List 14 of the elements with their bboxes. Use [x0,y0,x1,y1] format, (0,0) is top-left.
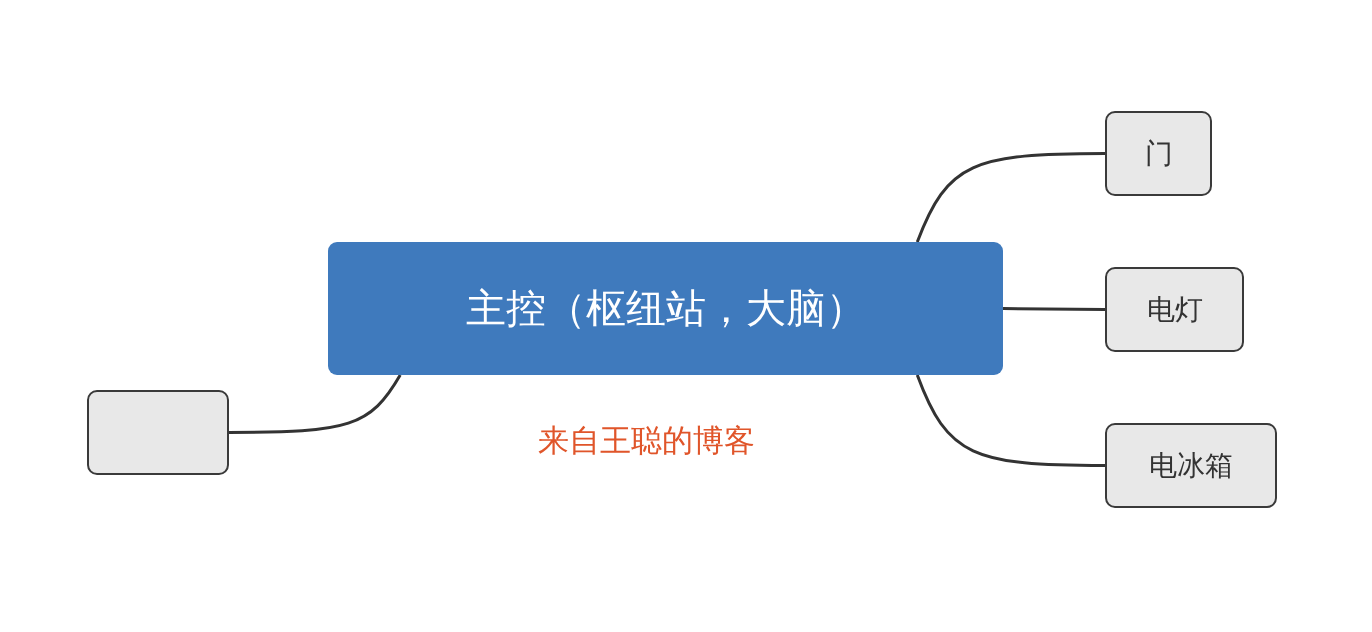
topic-box [1105,423,1277,508]
connector-line [1003,307,1105,311]
topic-box [1105,267,1244,352]
topic-box [1105,111,1212,196]
topic-text: 主控（枢纽站，大脑） [465,284,866,333]
topic-text: 电灯 [1146,291,1203,328]
source-note: 来自王聪的博客 [538,421,755,460]
topic-text: 电冰箱 [1149,447,1233,484]
connector-line [229,374,402,434]
connector-line [915,374,1105,467]
topic-box [87,390,229,475]
connector-line [915,152,1105,243]
topic-text: 门 [1144,135,1173,172]
central-topic-box [328,242,1003,375]
